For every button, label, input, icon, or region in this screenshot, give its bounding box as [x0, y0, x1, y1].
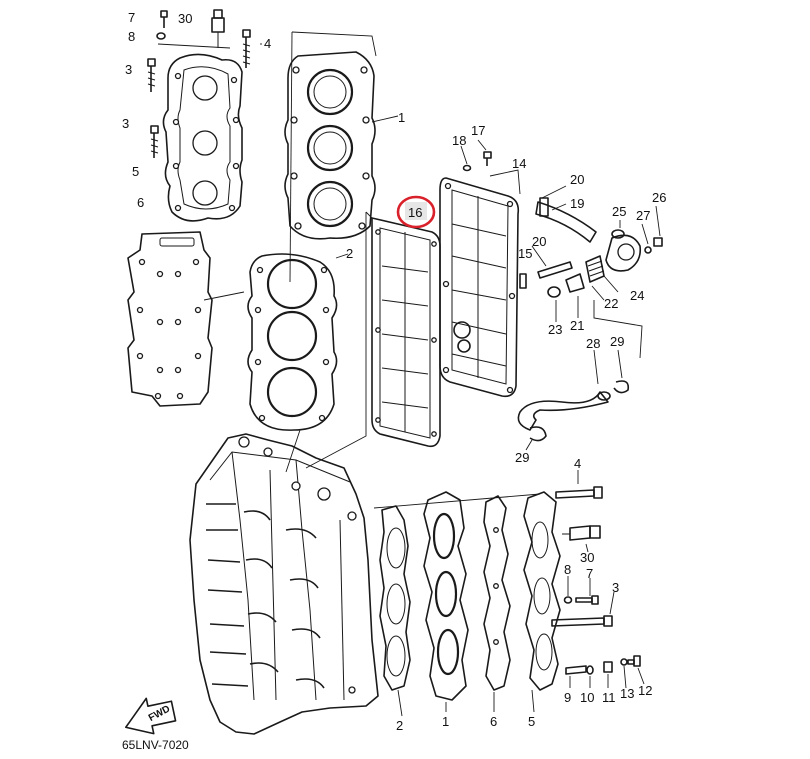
callout-13: 13: [620, 686, 634, 701]
diagram-code: 65LNV-7020: [122, 738, 189, 752]
nipple-15: [519, 273, 527, 289]
callout-14: 14: [512, 156, 526, 171]
callout-12: 12: [638, 683, 652, 698]
washer-10: [586, 665, 594, 675]
callout-26: 26: [652, 190, 666, 205]
bolt-3-lower-right: [551, 615, 613, 627]
callout-3: 3: [125, 62, 132, 77]
valve-21: [565, 273, 585, 293]
callout-21: 21: [570, 318, 584, 333]
gasket-2-upper: [247, 253, 338, 431]
callout-29: 29: [610, 334, 624, 349]
washer-13: [620, 658, 628, 666]
washer-18: [462, 164, 472, 172]
gasket-25: [611, 229, 625, 239]
cylinder-head-cover-5-lower: [523, 491, 561, 691]
callout-3: 3: [612, 580, 619, 595]
spark-plug-30-top: [211, 9, 225, 48]
callout-23: 23: [548, 322, 562, 337]
callout-22: 22: [604, 296, 618, 311]
callout-6: 6: [137, 195, 144, 210]
callout-17: 17: [471, 123, 485, 138]
bolt-7-top: [160, 10, 168, 28]
spark-plug-30-lower: [562, 525, 601, 541]
thermostat-22: [585, 255, 605, 283]
bolt-12: [627, 655, 641, 667]
svg-text:FWD: FWD: [147, 704, 172, 724]
callout-15: 15: [518, 246, 532, 261]
seal-23: [547, 286, 561, 298]
callout-7: 7: [586, 566, 593, 581]
exhaust-cover-14: [439, 177, 520, 398]
callout-16: 16: [408, 205, 422, 220]
callout-24: 24: [630, 288, 644, 303]
callout-30: 30: [178, 11, 192, 26]
callout-8: 8: [564, 562, 571, 577]
clip-29-lower: [529, 426, 547, 442]
callout-4: 4: [264, 36, 271, 51]
callout-20: 20: [532, 234, 546, 249]
callout-9: 9: [564, 690, 571, 705]
bolt-7-lower: [575, 595, 599, 605]
washer-8-lower: [563, 596, 573, 604]
callout-3: 3: [122, 116, 129, 131]
cylinder-block: [189, 433, 379, 735]
gasket-2-lower: [379, 505, 411, 691]
callout-5: 5: [528, 714, 535, 729]
hose-28: [517, 391, 611, 431]
exhaust-gasket-16: [371, 217, 441, 448]
nut-11: [603, 661, 613, 673]
callout-8: 8: [128, 29, 135, 44]
callout-25: 25: [612, 204, 626, 219]
callout-1: 1: [442, 714, 449, 729]
highlighted-callout-16[interactable]: 16: [396, 195, 436, 229]
callout-30: 30: [580, 550, 594, 565]
washer-27: [644, 246, 652, 254]
bolt-3-lower: [150, 125, 159, 158]
stud-9: [565, 665, 587, 675]
callout-20: 20: [570, 172, 584, 187]
bolt-3-upper: [147, 58, 156, 92]
callout-10: 10: [580, 690, 594, 705]
cylinder-head-1: [284, 51, 376, 240]
callout-4: 4: [574, 456, 581, 471]
callout-27: 27: [636, 208, 650, 223]
callout-6: 6: [490, 714, 497, 729]
hose-19: [535, 197, 597, 243]
callout-19: 19: [570, 196, 584, 211]
callout-11: 11: [602, 690, 616, 705]
bolt-4-top: [242, 29, 251, 68]
clip-29-upper: [613, 380, 630, 394]
cylinder-head-1-lower: [423, 491, 469, 701]
washer-8-top: [156, 32, 166, 40]
bolt-26: [653, 237, 663, 247]
cylinder-head-cover-5: [162, 53, 243, 222]
callout-29: 29: [515, 450, 529, 465]
pipe-20: [537, 261, 573, 279]
thermostat-cover-24: [605, 234, 642, 272]
callout-28: 28: [586, 336, 600, 351]
gasket-6-lower: [483, 495, 511, 691]
callout-18: 18: [452, 133, 466, 148]
callout-2: 2: [396, 718, 403, 733]
callout-1: 1: [398, 110, 405, 125]
callout-2: 2: [346, 246, 353, 261]
bolt-17: [483, 151, 492, 166]
forward-arrow-icon: FWD: [125, 697, 177, 735]
gasket-6: [127, 231, 213, 407]
bolt-4-lower: [555, 486, 603, 499]
callout-7: 7: [128, 10, 135, 25]
callout-5: 5: [132, 164, 139, 179]
